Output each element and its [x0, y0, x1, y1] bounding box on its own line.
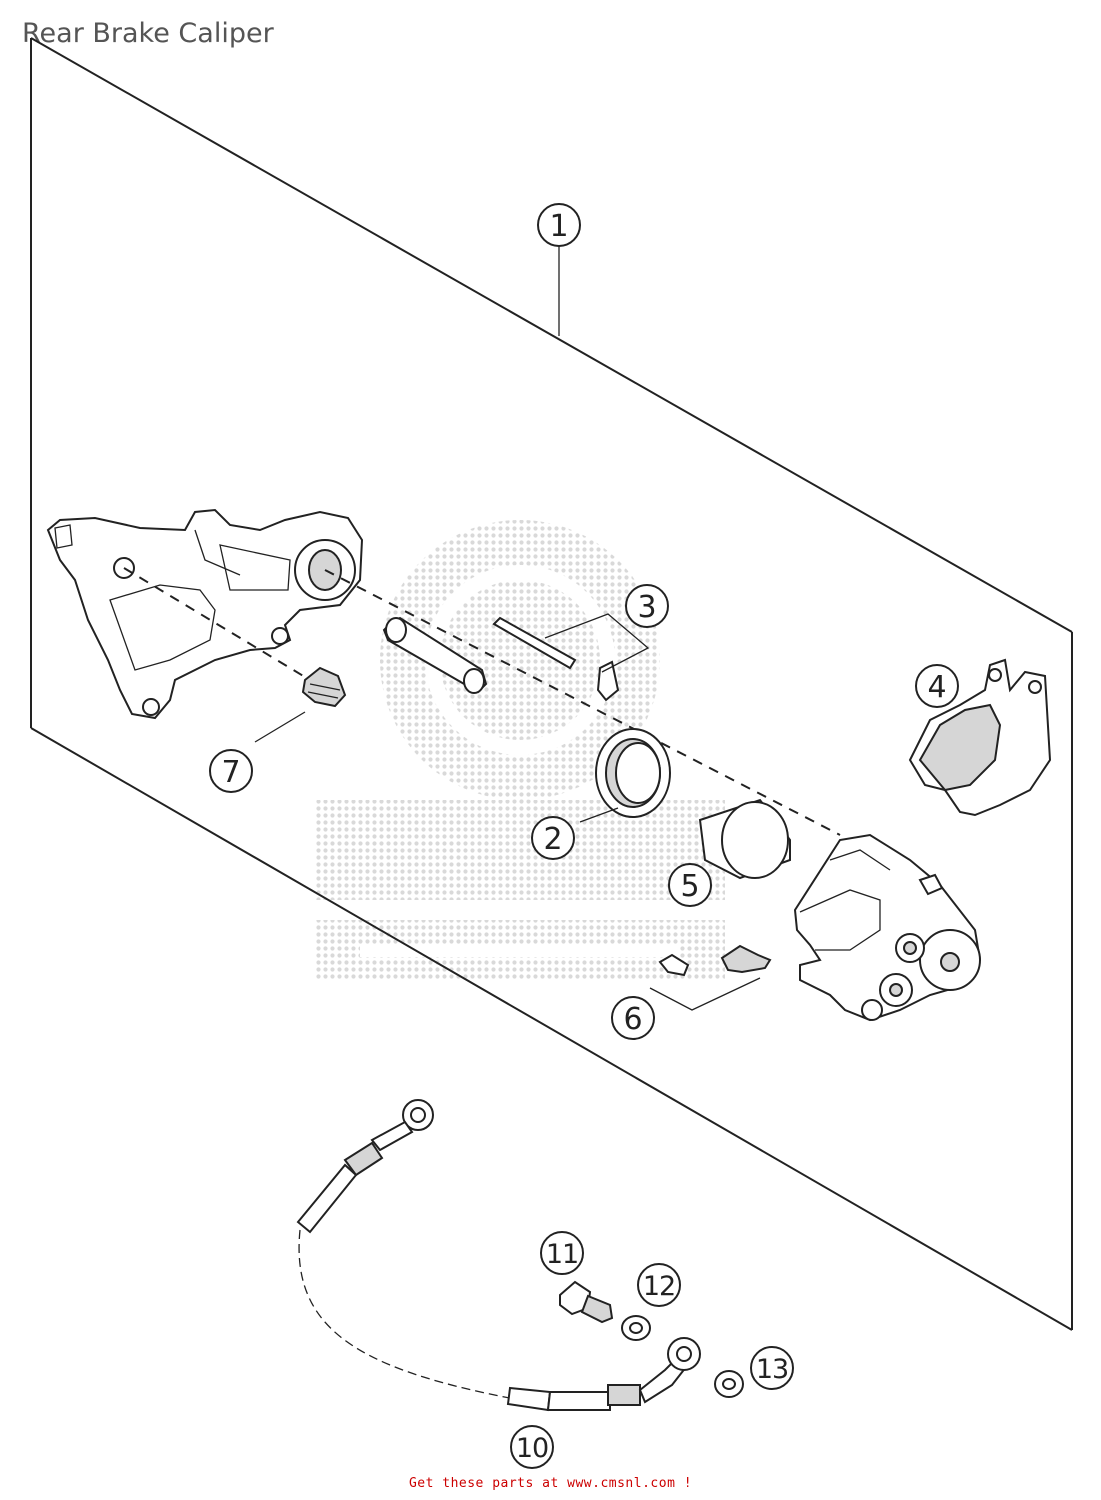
callout-number: 10 [516, 1433, 548, 1464]
caliper-body [793, 833, 982, 1022]
callout-number: 7 [221, 755, 240, 790]
cmsnl-logo-watermark-icon [315, 520, 725, 980]
axis-line-lower [123, 567, 311, 681]
piston-seal-ring [595, 728, 671, 818]
callout-number: 12 [643, 1271, 675, 1302]
guide-pin [382, 616, 488, 694]
callout-number: 3 [637, 590, 656, 625]
callout-6: 6 [611, 996, 655, 1040]
callout-13: 13 [750, 1346, 794, 1390]
callout-2: 2 [531, 816, 575, 860]
brake-hose [296, 1099, 701, 1412]
callout-number: 4 [927, 670, 946, 705]
bleed-nipple-and-plug [658, 944, 772, 977]
callout-number: 1 [549, 209, 568, 244]
sealing-washer-upper [621, 1315, 651, 1341]
callout-4: 4 [915, 664, 959, 708]
callout-5: 5 [668, 863, 712, 907]
axis-line-upper [324, 569, 841, 836]
kit-frame [30, 37, 1073, 1331]
leader-line-7 [254, 711, 306, 743]
callout-11: 11 [540, 1231, 584, 1275]
callout-10: 10 [510, 1425, 554, 1469]
page-title: Rear Brake Caliper [22, 18, 274, 49]
callout-number: 6 [623, 1002, 642, 1037]
sealing-washer-lower [714, 1370, 744, 1398]
callout-number: 11 [546, 1239, 578, 1270]
banjo-bolt [559, 1280, 614, 1324]
rubber-boot [301, 666, 347, 708]
callout-number: 2 [543, 822, 562, 857]
brake-piston [698, 798, 791, 880]
callout-number: 5 [680, 869, 699, 904]
brake-pads [908, 658, 1052, 817]
leader-line-3 [544, 613, 650, 673]
callout-7: 7 [209, 749, 253, 793]
footer-parts-link[interactable]: Get these parts at www.cmsnl.com ! [408, 1476, 693, 1491]
callout-3: 3 [625, 584, 669, 628]
callout-12: 12 [637, 1263, 681, 1307]
leader-line-2 [579, 807, 619, 823]
callout-1: 1 [537, 203, 581, 247]
leader-line-6 [649, 977, 761, 1011]
callout-number: 13 [756, 1354, 788, 1385]
